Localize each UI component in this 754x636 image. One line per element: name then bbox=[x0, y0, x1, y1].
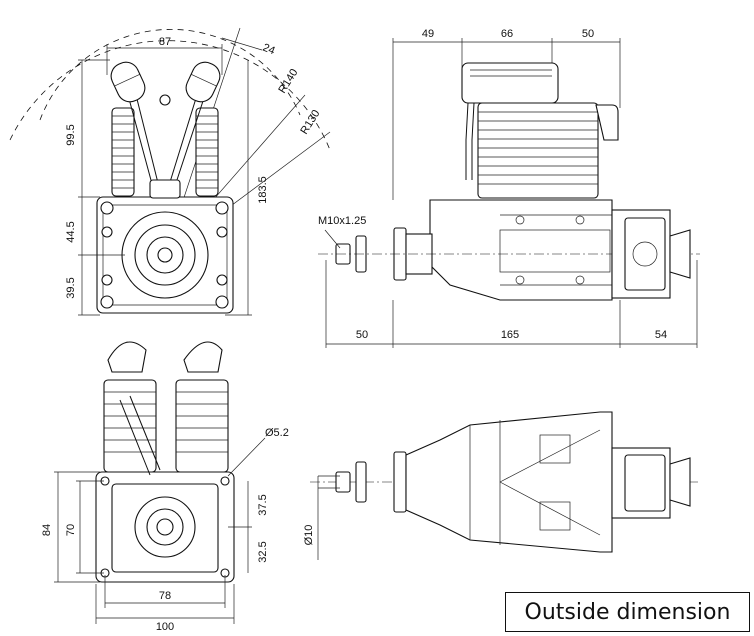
dim-angle-offset: 24 bbox=[261, 42, 277, 58]
push-rod bbox=[171, 94, 206, 196]
dim-lower-offset: 32.5 bbox=[257, 541, 269, 562]
carburetor bbox=[624, 454, 666, 512]
intake-funnel bbox=[669, 457, 691, 507]
drawing-title: Outside dimension bbox=[505, 592, 750, 632]
dim-case-bottom: 39.5 bbox=[65, 277, 77, 298]
dim-thread: M10x1.25 bbox=[318, 215, 366, 227]
dim-radius-outer: R140 bbox=[276, 67, 300, 96]
dim-upper-offset: 37.5 bbox=[257, 494, 269, 515]
dim-bottom-seg-3: 54 bbox=[655, 329, 667, 341]
dim-bottom-seg-1: 50 bbox=[356, 329, 368, 341]
plug-cap-right bbox=[185, 61, 221, 103]
dim-outer-width: 100 bbox=[156, 621, 174, 633]
mount-hole bbox=[215, 201, 229, 215]
cylinder bbox=[477, 102, 599, 199]
dim-crank-to-case: 44.5 bbox=[65, 221, 77, 242]
front-view: 87 24 R140 R130 99.5 44.5 39.5 183.5 bbox=[9, 27, 331, 316]
dim-outer-height: 84 bbox=[41, 524, 53, 536]
prop-nut bbox=[335, 471, 351, 493]
drive-washer bbox=[393, 451, 407, 513]
radius-arc-inner bbox=[39, 29, 301, 121]
plug-cap-right bbox=[183, 341, 223, 373]
bottom-front-view: Ø5.2 84 70 37.5 32.5 78 100 bbox=[41, 341, 289, 633]
dim-shaft-dia: Ø10 bbox=[303, 525, 315, 546]
dim-top-seg-3: 50 bbox=[582, 28, 594, 40]
dim-cylinder-height: 99.5 bbox=[65, 124, 77, 145]
intake-funnel bbox=[669, 229, 691, 279]
prop-washer bbox=[355, 461, 367, 503]
rocker-cover bbox=[461, 62, 559, 104]
dim-bottom-seg-2: 165 bbox=[501, 329, 519, 341]
dim-total-height: 183.5 bbox=[257, 176, 269, 204]
dim-hole-dia: Ø5.2 bbox=[265, 427, 289, 439]
dim-top-seg-2: 66 bbox=[501, 28, 513, 40]
carburetor bbox=[624, 217, 666, 291]
dim-top-seg-1: 49 bbox=[422, 28, 434, 40]
mount-hole bbox=[100, 295, 114, 309]
dim-radius-inner: R130 bbox=[298, 108, 322, 137]
side-view: 49 66 50 bbox=[318, 28, 700, 348]
rocker-bolt bbox=[159, 94, 171, 106]
plug-cap-left bbox=[110, 61, 146, 103]
radius-arc-outer bbox=[9, 40, 331, 151]
plug-cap-left bbox=[107, 341, 147, 373]
mount-hole bbox=[100, 201, 114, 215]
cylinder-right bbox=[175, 379, 229, 473]
dim-inner-width: 78 bbox=[159, 590, 171, 602]
push-rod bbox=[127, 94, 156, 196]
dim-top-width: 87 bbox=[159, 36, 171, 48]
bottom-side-view: Ø10 bbox=[303, 411, 700, 560]
crankcase-bottom bbox=[405, 411, 613, 553]
mount-hole bbox=[215, 295, 229, 309]
cylinder-fins bbox=[111, 107, 219, 197]
dim-inner-height: 70 bbox=[65, 524, 77, 536]
